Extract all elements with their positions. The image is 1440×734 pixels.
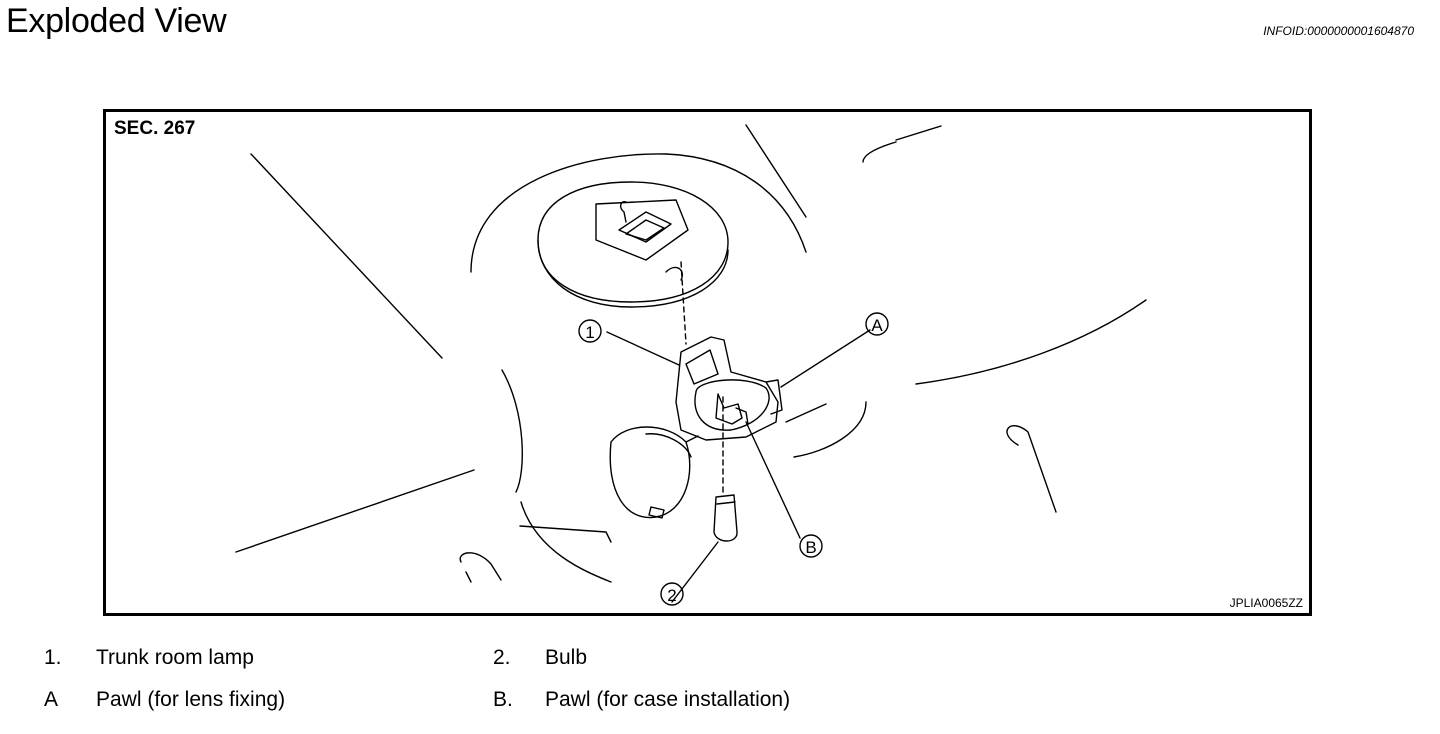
legend-row: 1. Trunk room lamp 2. Bulb (0, 646, 1440, 676)
legend-text: Trunk room lamp (96, 646, 254, 669)
page-title: Exploded View (6, 2, 227, 40)
legend-text: Pawl (for lens fixing) (96, 688, 286, 711)
pawl-lens-fixing (765, 379, 783, 415)
callout-1: 1 (578, 319, 602, 343)
legend-key: B. (493, 688, 513, 711)
trunk-room-lamp-housing (675, 336, 779, 441)
callout-a: A (865, 312, 889, 336)
leader-line-2 (671, 541, 719, 603)
lens-cover-tab (685, 435, 699, 443)
legend-text: Bulb (545, 646, 588, 669)
leader-line-1 (606, 331, 680, 366)
legend-key: A (44, 688, 59, 711)
lens-disc (537, 181, 729, 303)
callout-a-label: A (871, 316, 883, 335)
callout-b: B (799, 534, 823, 558)
lamp-housing-bulb-socket (715, 393, 743, 425)
callout-1-label: 1 (585, 323, 594, 342)
bulb-base-line (716, 501, 736, 505)
callout-b-label: B (805, 538, 816, 557)
exploded-view-drawing: 1 2 A B (235, 124, 1147, 606)
legend-row: A Pawl (for lens fixing) B. Pawl (for ca… (0, 688, 1440, 718)
trunk-outline-line (745, 124, 807, 218)
lamp-socket-inner (625, 219, 665, 241)
trunk-panel-curve (470, 153, 667, 273)
callout-a-circle (865, 312, 889, 336)
trunk-outline-curve (862, 141, 897, 163)
leader-line-b (745, 421, 801, 539)
legend-text: Pawl (for case installation) (545, 688, 791, 711)
lens-cover-rim (645, 433, 692, 458)
callout-b-circle (799, 534, 823, 558)
trunk-panel-curve (501, 369, 523, 493)
guide-line-lamp (680, 261, 687, 345)
trunk-outline-line (235, 469, 475, 553)
section-label: SEC. 267 (114, 118, 196, 139)
lens-disc-detail (665, 266, 683, 281)
lamp-bulb-outline (619, 200, 627, 223)
leader-line-a (780, 329, 871, 388)
trunk-panel-curve (915, 299, 1147, 385)
lens-cover-pawl (648, 506, 665, 519)
lens-cover (609, 426, 691, 519)
trunk-panel-curve (520, 501, 612, 583)
trunk-outline-line (895, 125, 942, 141)
lens-disc-rim (537, 239, 729, 308)
exploded-view-figure: 1 2 A B SEC. 267 JPLIA0065ZZ (103, 109, 1312, 616)
trunk-panel-curve (1006, 425, 1057, 513)
callout-1-circle (578, 319, 602, 343)
callout-2-label: 2 (667, 586, 676, 605)
trunk-outline-line (785, 403, 827, 423)
pawl-case-installation (735, 407, 749, 425)
lamp-housing-connector (685, 349, 719, 385)
trunk-panel-curve (665, 153, 807, 253)
bulb (713, 494, 738, 542)
lamp-housing-ring (694, 379, 770, 431)
legend-key: 1. (44, 646, 62, 669)
trunk-outline-line (250, 153, 443, 359)
callout-2: 2 (660, 582, 684, 606)
figure-id: JPLIA0065ZZ (1229, 596, 1303, 610)
info-id: INFOID:0000000001604870 (1263, 24, 1414, 38)
lamp-recess (595, 199, 689, 261)
trunk-panel-curve (459, 552, 502, 581)
trunk-panel-curve (519, 525, 612, 543)
trunk-panel-curve (465, 571, 472, 583)
legend-key: 2. (493, 646, 511, 669)
callout-2-circle (660, 582, 684, 606)
trunk-panel-curve (793, 401, 867, 458)
